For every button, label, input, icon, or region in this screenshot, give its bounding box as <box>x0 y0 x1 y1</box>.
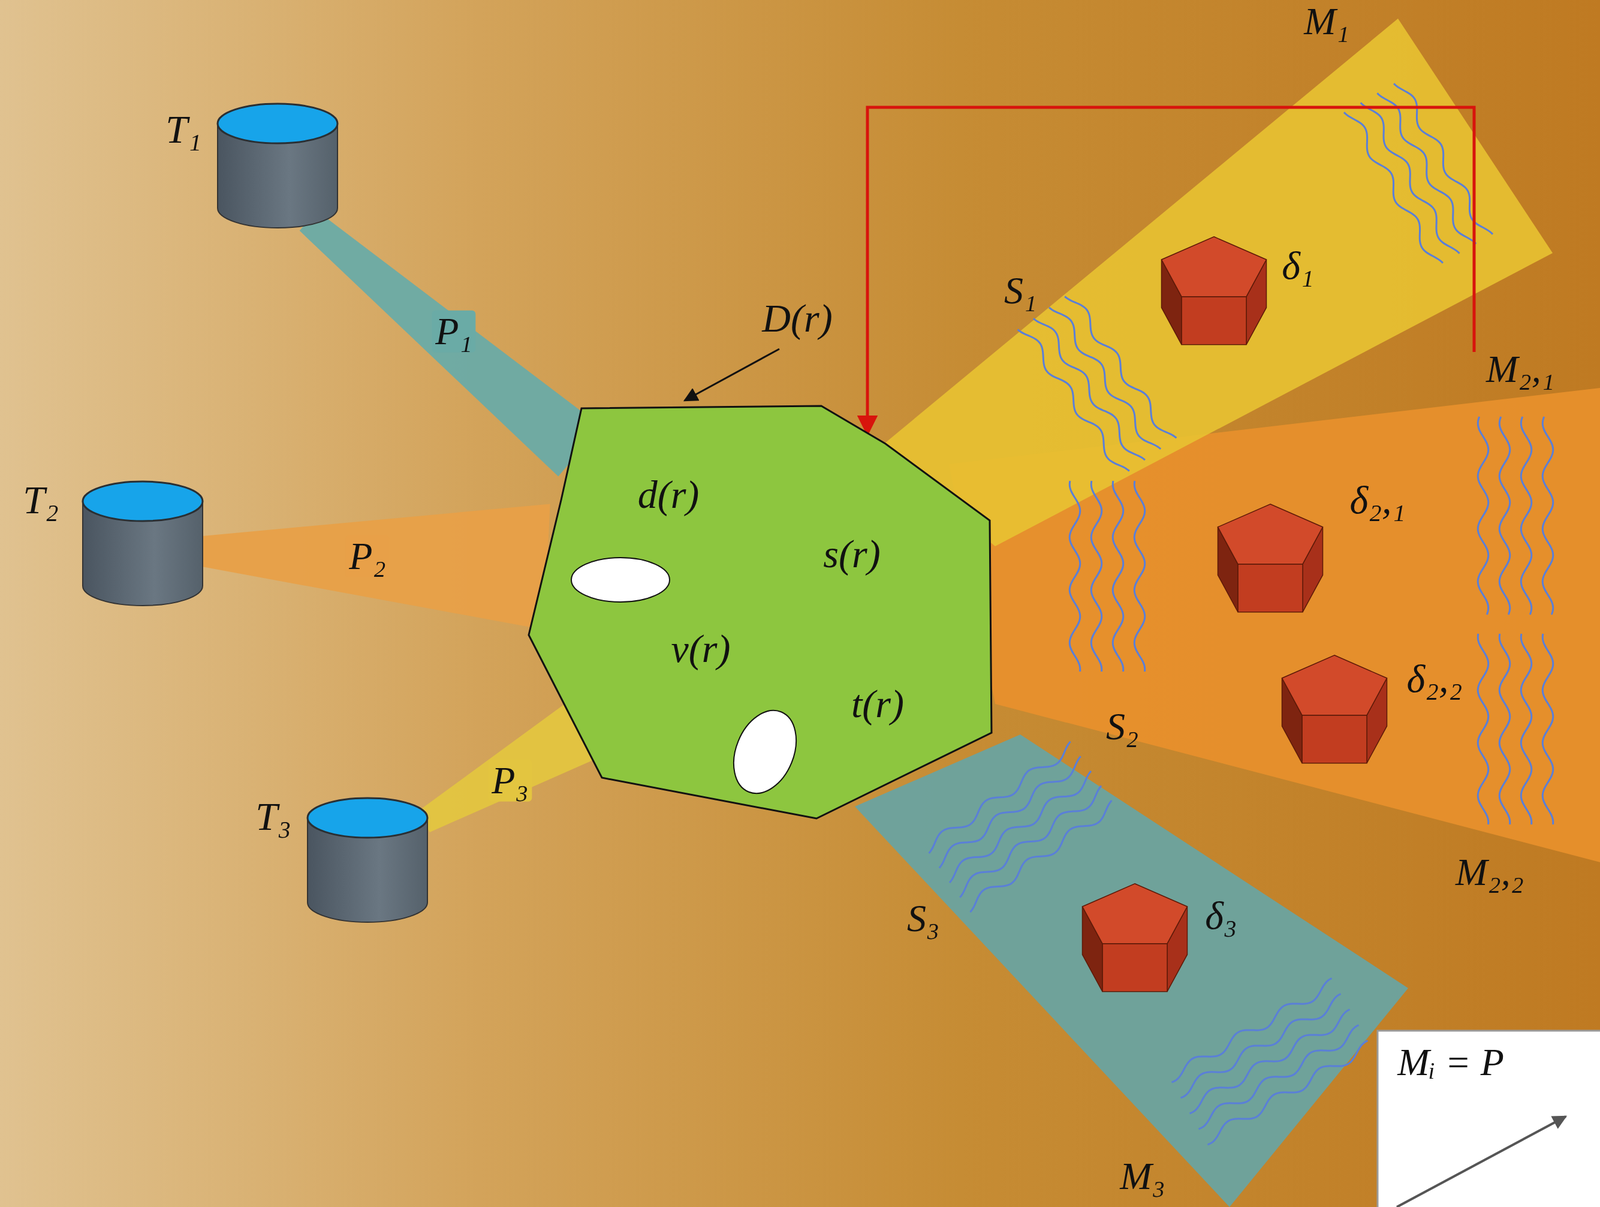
pipe-label: P₂ <box>345 535 390 578</box>
wave-line <box>1091 480 1102 672</box>
formula-label: Mᵢ = P <box>1393 1041 1508 1084</box>
wave-line <box>953 785 1108 897</box>
node-shape <box>1077 875 1192 996</box>
node-label: T₁ <box>165 107 202 152</box>
tank-top <box>217 103 338 144</box>
domain-polygon <box>528 405 992 819</box>
node-label: T₃ <box>255 794 292 839</box>
prism-top <box>1218 504 1324 565</box>
wave-line <box>1499 416 1510 615</box>
inset-box <box>1377 1030 1600 1207</box>
tank-top <box>82 481 203 521</box>
inset-arrow <box>1396 1116 1566 1207</box>
inclusion <box>722 700 809 803</box>
wave-line <box>1344 107 1443 269</box>
inclusion <box>571 557 670 602</box>
wave-line <box>1193 1024 1364 1129</box>
wave-set <box>1069 480 1145 672</box>
wave-set <box>1477 633 1553 825</box>
region-label: S₂ <box>1102 705 1143 748</box>
wave-set <box>1017 290 1177 478</box>
tank-top <box>307 797 428 838</box>
prism-top <box>1282 655 1388 716</box>
target-node: δ₂,₂ <box>1277 647 1392 768</box>
region-label: M₂,₂ <box>1451 851 1528 894</box>
wave-line <box>1499 633 1510 825</box>
pipe-beam <box>417 704 596 833</box>
node-shape <box>1213 496 1328 617</box>
tank-node: T₁ <box>216 101 339 230</box>
target-node: δ₁ <box>1156 228 1271 349</box>
beam-m3 <box>854 734 1409 1207</box>
node-shape <box>81 479 204 608</box>
wave-line <box>1360 97 1460 259</box>
region-label: M₂,₁ <box>1482 348 1559 391</box>
leader-line <box>684 348 780 401</box>
pipe-label: P₁ <box>431 310 476 353</box>
prism-face <box>1102 943 1168 992</box>
region-label: M₁ <box>1300 0 1354 43</box>
target-node: δ₂,₁ <box>1213 496 1328 617</box>
wave-line <box>964 800 1119 912</box>
field-label: s(r) <box>823 532 881 577</box>
prism-face <box>1237 564 1303 613</box>
prism-top <box>1082 883 1188 944</box>
node-shape <box>1156 228 1271 349</box>
prism-top <box>1161 236 1267 297</box>
pipe-label: P₃ <box>487 759 532 802</box>
node-label: D(r) <box>761 296 833 341</box>
node-shape <box>1277 647 1392 768</box>
region-label: S₁ <box>1000 269 1041 312</box>
field-label: v(r) <box>671 627 731 671</box>
beam-m1 <box>877 18 1553 547</box>
node-shape <box>216 101 339 230</box>
wave-line <box>1477 633 1488 825</box>
wave-line <box>1202 1040 1373 1145</box>
wave-line <box>1542 633 1553 825</box>
field-label: d(r) <box>637 472 700 517</box>
tank-node: T₃ <box>306 796 429 924</box>
node-label: T₂ <box>22 478 59 523</box>
wave-line <box>1477 416 1488 615</box>
wave-set <box>923 741 1119 913</box>
node-label: δ₂,₂ <box>1406 657 1463 701</box>
node-label: δ₁ <box>1281 243 1315 288</box>
wave-line <box>1376 88 1476 250</box>
field-label: t(r) <box>851 682 905 726</box>
prism-face <box>1181 296 1247 345</box>
wave-line <box>1112 480 1123 672</box>
node-label: δ₃ <box>1204 893 1238 938</box>
tank-node: T₂ <box>81 479 204 608</box>
wave-line <box>1520 633 1532 825</box>
wave-line <box>1520 416 1532 615</box>
wave-set <box>1477 416 1553 615</box>
prism-face <box>1302 715 1367 764</box>
node-label: δ₂,₁ <box>1349 478 1406 523</box>
wave-line <box>1069 480 1080 672</box>
pipe-beam <box>199 503 551 630</box>
region-label: S₃ <box>903 897 943 940</box>
wave-line <box>1064 290 1177 445</box>
region-label: M₃ <box>1116 1155 1169 1198</box>
node-shape <box>528 405 992 819</box>
domain-node: D(r)d(r)s(r)v(r)t(r) <box>528 405 992 819</box>
wave-line <box>1393 78 1493 240</box>
wave-set <box>1166 977 1373 1145</box>
pipe-beam <box>299 210 602 476</box>
wave-line <box>1542 416 1553 615</box>
node-shape <box>306 796 429 924</box>
wave-group <box>923 78 1554 1145</box>
wave-line <box>1134 480 1145 672</box>
feedback-arrow <box>867 107 1475 435</box>
wave-line <box>1033 312 1145 466</box>
wave-line <box>1017 323 1129 478</box>
target-node: δ₃ <box>1077 875 1192 996</box>
wave-line <box>1049 301 1161 456</box>
